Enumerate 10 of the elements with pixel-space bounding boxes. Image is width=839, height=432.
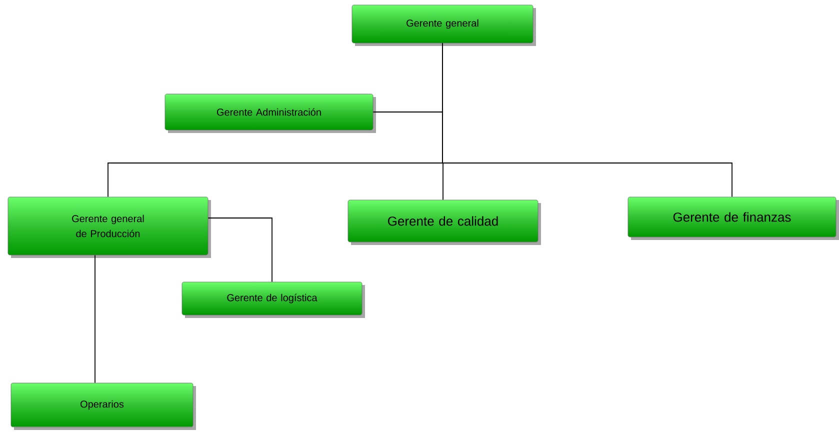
role-box: Gerente general de Producción	[8, 196, 211, 258]
connector-line	[94, 254, 96, 384]
role-box: Gerente general	[352, 4, 536, 46]
role-box: Gerente Administración	[164, 94, 376, 133]
role-box: Gerente de finanzas	[628, 196, 839, 240]
connector-line	[442, 42, 732, 198]
role-box: Gerente de logística	[182, 282, 365, 318]
connector-line	[208, 218, 272, 282]
role-box: Gerente de calidad	[348, 200, 541, 245]
role-box: Operarios	[10, 382, 196, 430]
